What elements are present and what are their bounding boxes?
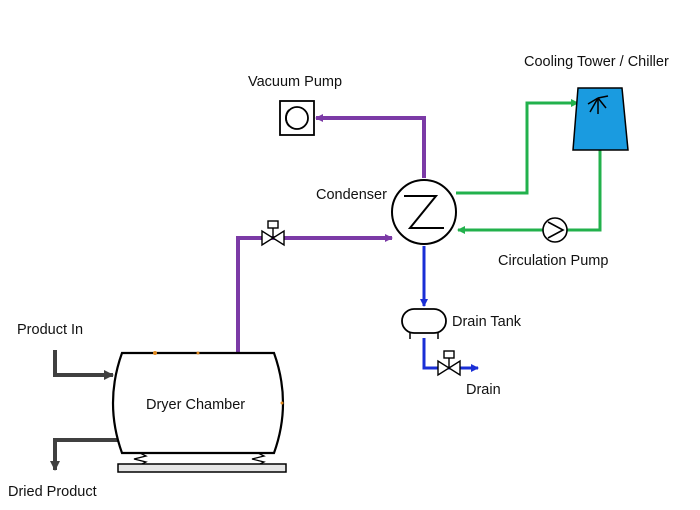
cooling-supply-line [456,99,579,195]
gate-valve-icon [261,220,285,247]
vacuum-pump-label: Vacuum Pump [248,74,342,90]
circulation-pump-label: Circulation Pump [498,253,608,269]
cooling-tower-icon [572,87,629,151]
cooling-return-line [567,150,602,232]
heat-exchanger-icon [391,179,457,245]
centrifugal-pump-icon [542,217,568,243]
drain-valve-icon [437,350,461,377]
drain-label: Drain [466,382,501,398]
vapor-line-condenser-to-vacuum-pump [315,114,426,178]
product-in-line [53,350,114,380]
condenser-label: Condenser [316,187,387,203]
dried-product-line [50,438,120,471]
horizontal-tank-icon [401,308,447,339]
dryer-chamber-label: Dryer Chamber [146,397,245,413]
dryer-chamber [111,351,287,473]
cooling-tower-label: Cooling Tower / Chiller [524,54,669,70]
drain-tank-label: Drain Tank [452,314,522,330]
dried-product-label: Dried Product [8,484,97,500]
product-in-label: Product In [17,322,83,338]
vacuum-pump-icon [279,100,315,136]
vapor-line-dryer-to-condenser [236,234,393,352]
